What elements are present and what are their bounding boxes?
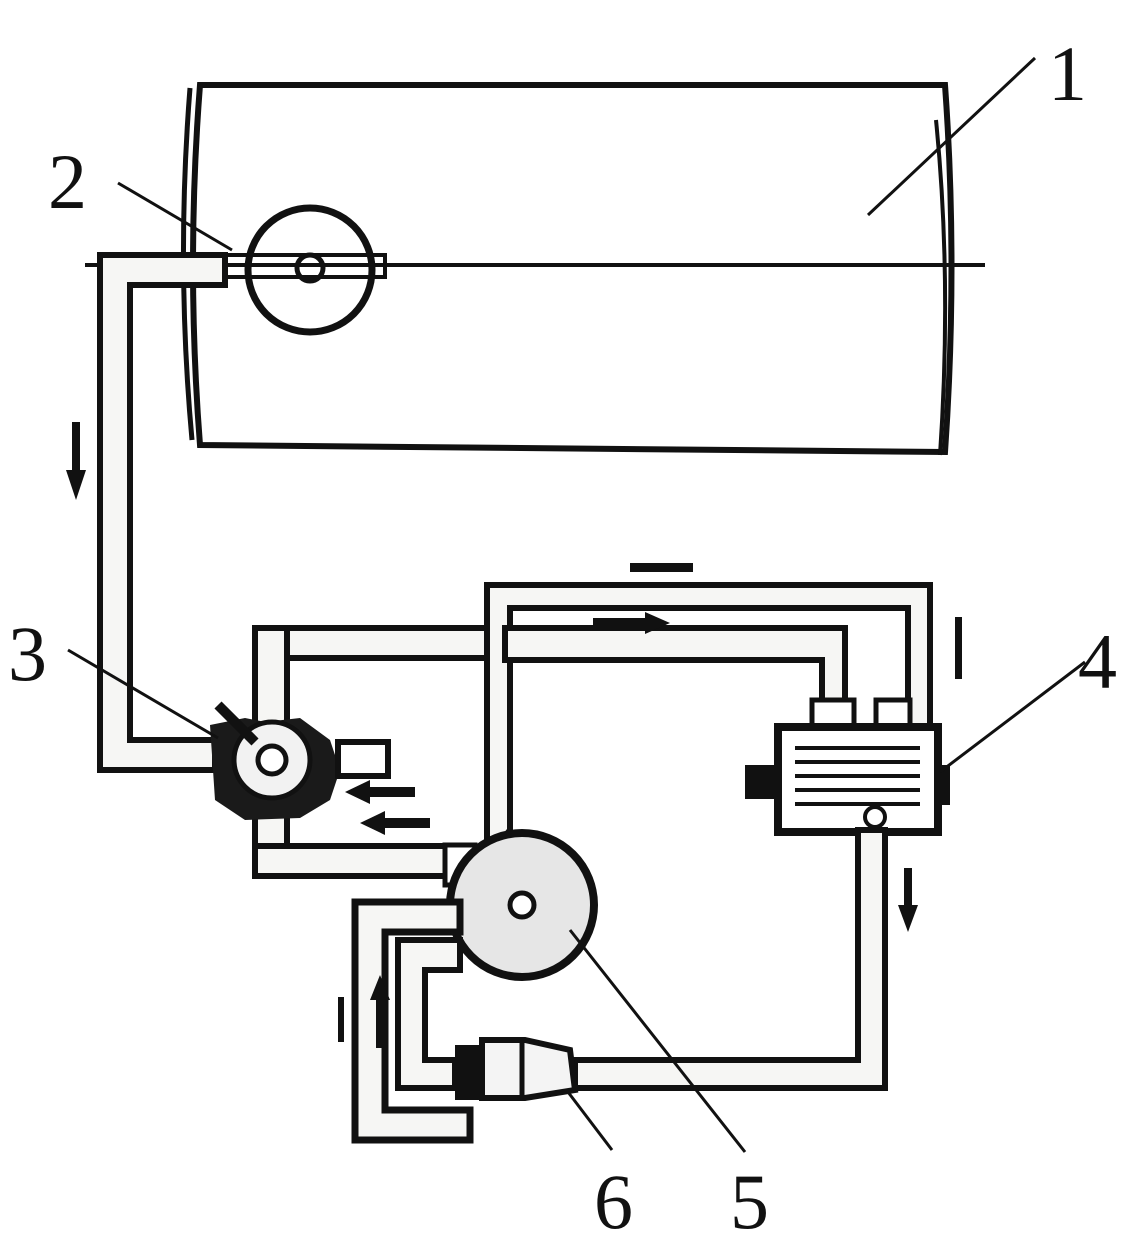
flow-arrow-down-icon	[66, 422, 86, 500]
filler-cap	[213, 204, 387, 336]
supply-pipe	[97, 252, 228, 773]
tank	[85, 82, 985, 456]
flow-dash-icon	[955, 617, 962, 679]
pump	[442, 829, 598, 981]
flow-arrows	[66, 422, 962, 1048]
callout-4: 4	[1078, 618, 1117, 705]
flow-arrow-down-icon	[898, 868, 918, 932]
nozzle	[455, 1037, 579, 1101]
callout-5: 5	[730, 1158, 769, 1236]
leader-lines	[67, 56, 1086, 1153]
valve	[210, 625, 508, 879]
flow-dash-icon	[338, 997, 344, 1042]
filter-outlet-pipe	[572, 827, 888, 1091]
callout-1: 1	[1048, 30, 1087, 117]
callout-6: 6	[594, 1158, 633, 1236]
lower-loop-pipe	[351, 898, 474, 1144]
flow-dash-icon	[630, 563, 693, 572]
callout-3: 3	[8, 610, 47, 697]
flow-arrow-left-icon	[345, 780, 415, 804]
flow-arrow-left-icon	[360, 811, 430, 835]
flow-arrow-up-icon	[370, 975, 390, 1048]
flow-arrow-right-icon	[593, 612, 670, 634]
callout-2: 2	[48, 138, 87, 225]
